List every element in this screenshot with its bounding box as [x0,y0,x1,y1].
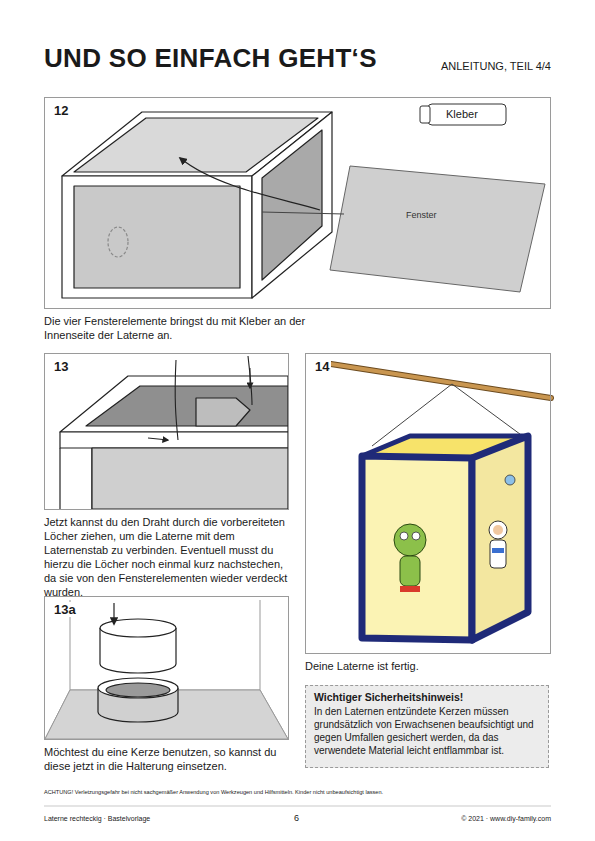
step-number: 12 [52,103,70,118]
lantern-frame-12 [62,112,332,298]
part-heading: ANLEITUNG, TEIL 4/4 [441,60,551,74]
page-title: UND SO EINFACH GEHT‘S [44,42,377,75]
step-panel: 13aMöchtest du eine Kerze benutzen, so k… [44,596,289,740]
glue-label: Kleber [446,108,478,122]
insert-arrow [180,158,320,210]
page-number: 6 [294,813,299,824]
step-panel: 14Deine Laterne ist fertig. [305,353,551,654]
window-sheet [330,166,545,292]
note-body: In den Laternen entzündete Kerzen müssen… [314,705,540,757]
step-caption: Die vier Fensterelemente bringst du mit … [44,315,306,343]
step-number: 13 [52,359,70,374]
step-panel: 12Die vier Fensterelemente bringst du mi… [44,97,551,309]
window-label: Fenster [404,210,439,221]
step-caption: Möchtest du eine Kerze benutzen, so kann… [44,746,291,774]
candle [98,619,178,722]
footer-rule [44,806,551,807]
glue-tube [420,104,506,125]
candle-scene [45,600,288,739]
lantern-top-13 [60,376,288,509]
leader-line [262,212,344,214]
safety-note: Wichtiger Sicherheitshinweis!In den Late… [305,685,549,768]
step-caption: Deine Laterne ist fertig. [305,660,551,674]
footer-text: Laterne rechteckig · Bastelvorlage [44,815,150,824]
step-panel: 13Jetzt kannst du den Draht durch die vo… [44,353,289,510]
insert-arrow [113,603,114,624]
copyright: © 2021 · www.diy-family.com [461,815,551,824]
step-caption: Jetzt kannst du den Draht durch die vorb… [44,516,291,600]
warning-note: ACHTUNG! Verletzungsgefahr bei nicht sac… [44,789,551,796]
lantern-finished [318,362,551,640]
wire [248,356,252,405]
hole-arrow [250,368,251,388]
hole-arrow [148,438,168,440]
step-number: 14 [313,359,331,374]
note-heading: Wichtiger Sicherheitshinweis! [314,691,540,705]
step-number: 13a [52,602,78,617]
wire [175,360,178,440]
